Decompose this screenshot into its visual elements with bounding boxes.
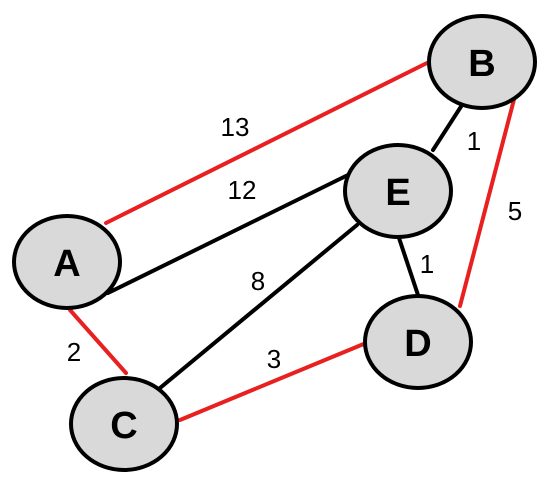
edge-weight-c-e: 8 [251, 266, 265, 296]
edge-a-b [104, 58, 435, 225]
edge-weight-b-d: 5 [508, 196, 522, 226]
edge-weight-a-e: 12 [228, 175, 257, 205]
node-circle [363, 294, 473, 390]
node-c: C [69, 376, 179, 472]
node-circle [69, 376, 179, 472]
node-circle [427, 14, 537, 110]
node-b: B [427, 14, 537, 110]
node-label: E [385, 172, 410, 214]
edge-b-d [458, 86, 519, 308]
edge-e-d [396, 233, 420, 297]
edge-c-e [158, 223, 359, 390]
edge-weights-layer: 13 12 2 8 3 1 1 5 [67, 112, 522, 374]
edge-b-e [431, 103, 464, 152]
edge-weight-c-d: 3 [267, 344, 281, 374]
node-e: E [343, 143, 453, 239]
edge-weight-a-c: 2 [67, 337, 81, 367]
node-a: A [12, 214, 122, 310]
node-label: B [468, 43, 495, 85]
edges-layer [68, 58, 519, 422]
node-circle [343, 143, 453, 239]
edge-weight-a-b: 13 [221, 112, 250, 142]
edge-a-c [68, 308, 128, 375]
node-label: D [404, 323, 431, 365]
edge-c-d [178, 341, 368, 422]
node-circle [12, 214, 122, 310]
node-label: C [110, 405, 137, 447]
edge-weight-b-e: 1 [467, 126, 481, 156]
edge-weight-e-d: 1 [420, 249, 434, 279]
edge-a-e [106, 171, 354, 295]
node-d: D [363, 294, 473, 390]
node-label: A [53, 243, 80, 285]
nodes-layer: A B C D E [12, 14, 537, 472]
